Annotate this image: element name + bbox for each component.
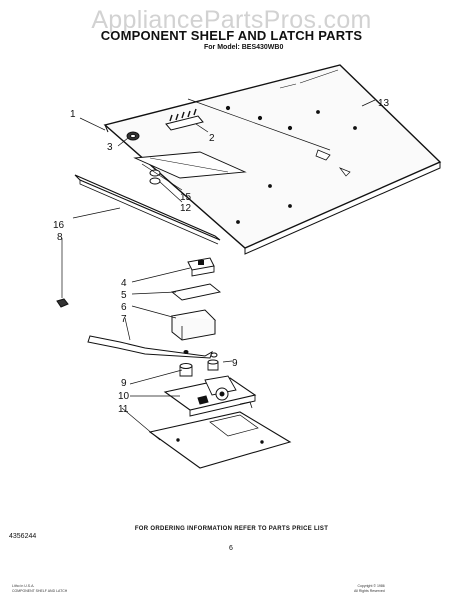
footer-left: Litho in U.S.A. COMPONENT SHELF AND LATC… [12, 584, 67, 593]
callout-10: 10 [118, 391, 130, 402]
spacers [179, 359, 219, 377]
ordering-info: FOR ORDERING INFORMATION REFER TO PARTS … [134, 526, 329, 532]
part-number: 4356244 [9, 533, 37, 540]
watermark: AppliancePartsPros.com [91, 6, 372, 34]
callout-3: 3 [107, 142, 113, 153]
footer-left-line2: COMPONENT SHELF AND LATCH [12, 588, 68, 593]
latch-assembly [163, 375, 257, 417]
latch-handle [87, 335, 218, 359]
callout-8: 8 [57, 232, 63, 243]
bumper [56, 238, 69, 308]
wire-cover [133, 151, 247, 179]
callout-9-left: 9 [121, 378, 127, 389]
callout-11: 11 [118, 404, 129, 415]
diagram-title: COMPONENT SHELF AND LATCH PARTS [100, 28, 363, 43]
plug-buttons [149, 169, 161, 185]
switch-bracket [170, 283, 222, 301]
callout-13: 13 [378, 98, 390, 109]
footer-right: Copyright © 1986 All Rights Reserved [354, 584, 385, 593]
footer-left-line1: Litho in U.S.A. [12, 584, 35, 588]
callout-7: 7 [121, 314, 127, 325]
callout-5: 5 [121, 290, 127, 301]
callout-15: 15 [180, 192, 192, 203]
grommet [126, 131, 140, 141]
callout-1: 1 [70, 109, 76, 120]
footer-right-line1: Copyright © 1986 [357, 584, 385, 588]
component-shelf [103, 64, 442, 255]
callout-9-right: 9 [232, 358, 238, 369]
model-subtitle: For Model: BES430WB0 [204, 44, 284, 51]
lock-switch [187, 257, 215, 277]
footer-right-line2: All Rights Reserved [354, 588, 385, 593]
page-number: 6 [229, 545, 233, 552]
callout-numbers: 1 2 3 13 15 12 16 8 4 5 6 7 9 9 10 11 [53, 98, 390, 415]
callout-4: 4 [121, 278, 127, 289]
callout-2: 2 [209, 133, 215, 144]
latch-plate [148, 411, 292, 469]
switch-cover [170, 309, 217, 341]
terminal-block [165, 108, 204, 131]
callout-6: 6 [121, 302, 127, 313]
leader-lines [72, 99, 376, 441]
latch-rail [74, 174, 221, 245]
callout-12: 12 [180, 203, 192, 214]
callout-16: 16 [53, 220, 65, 231]
